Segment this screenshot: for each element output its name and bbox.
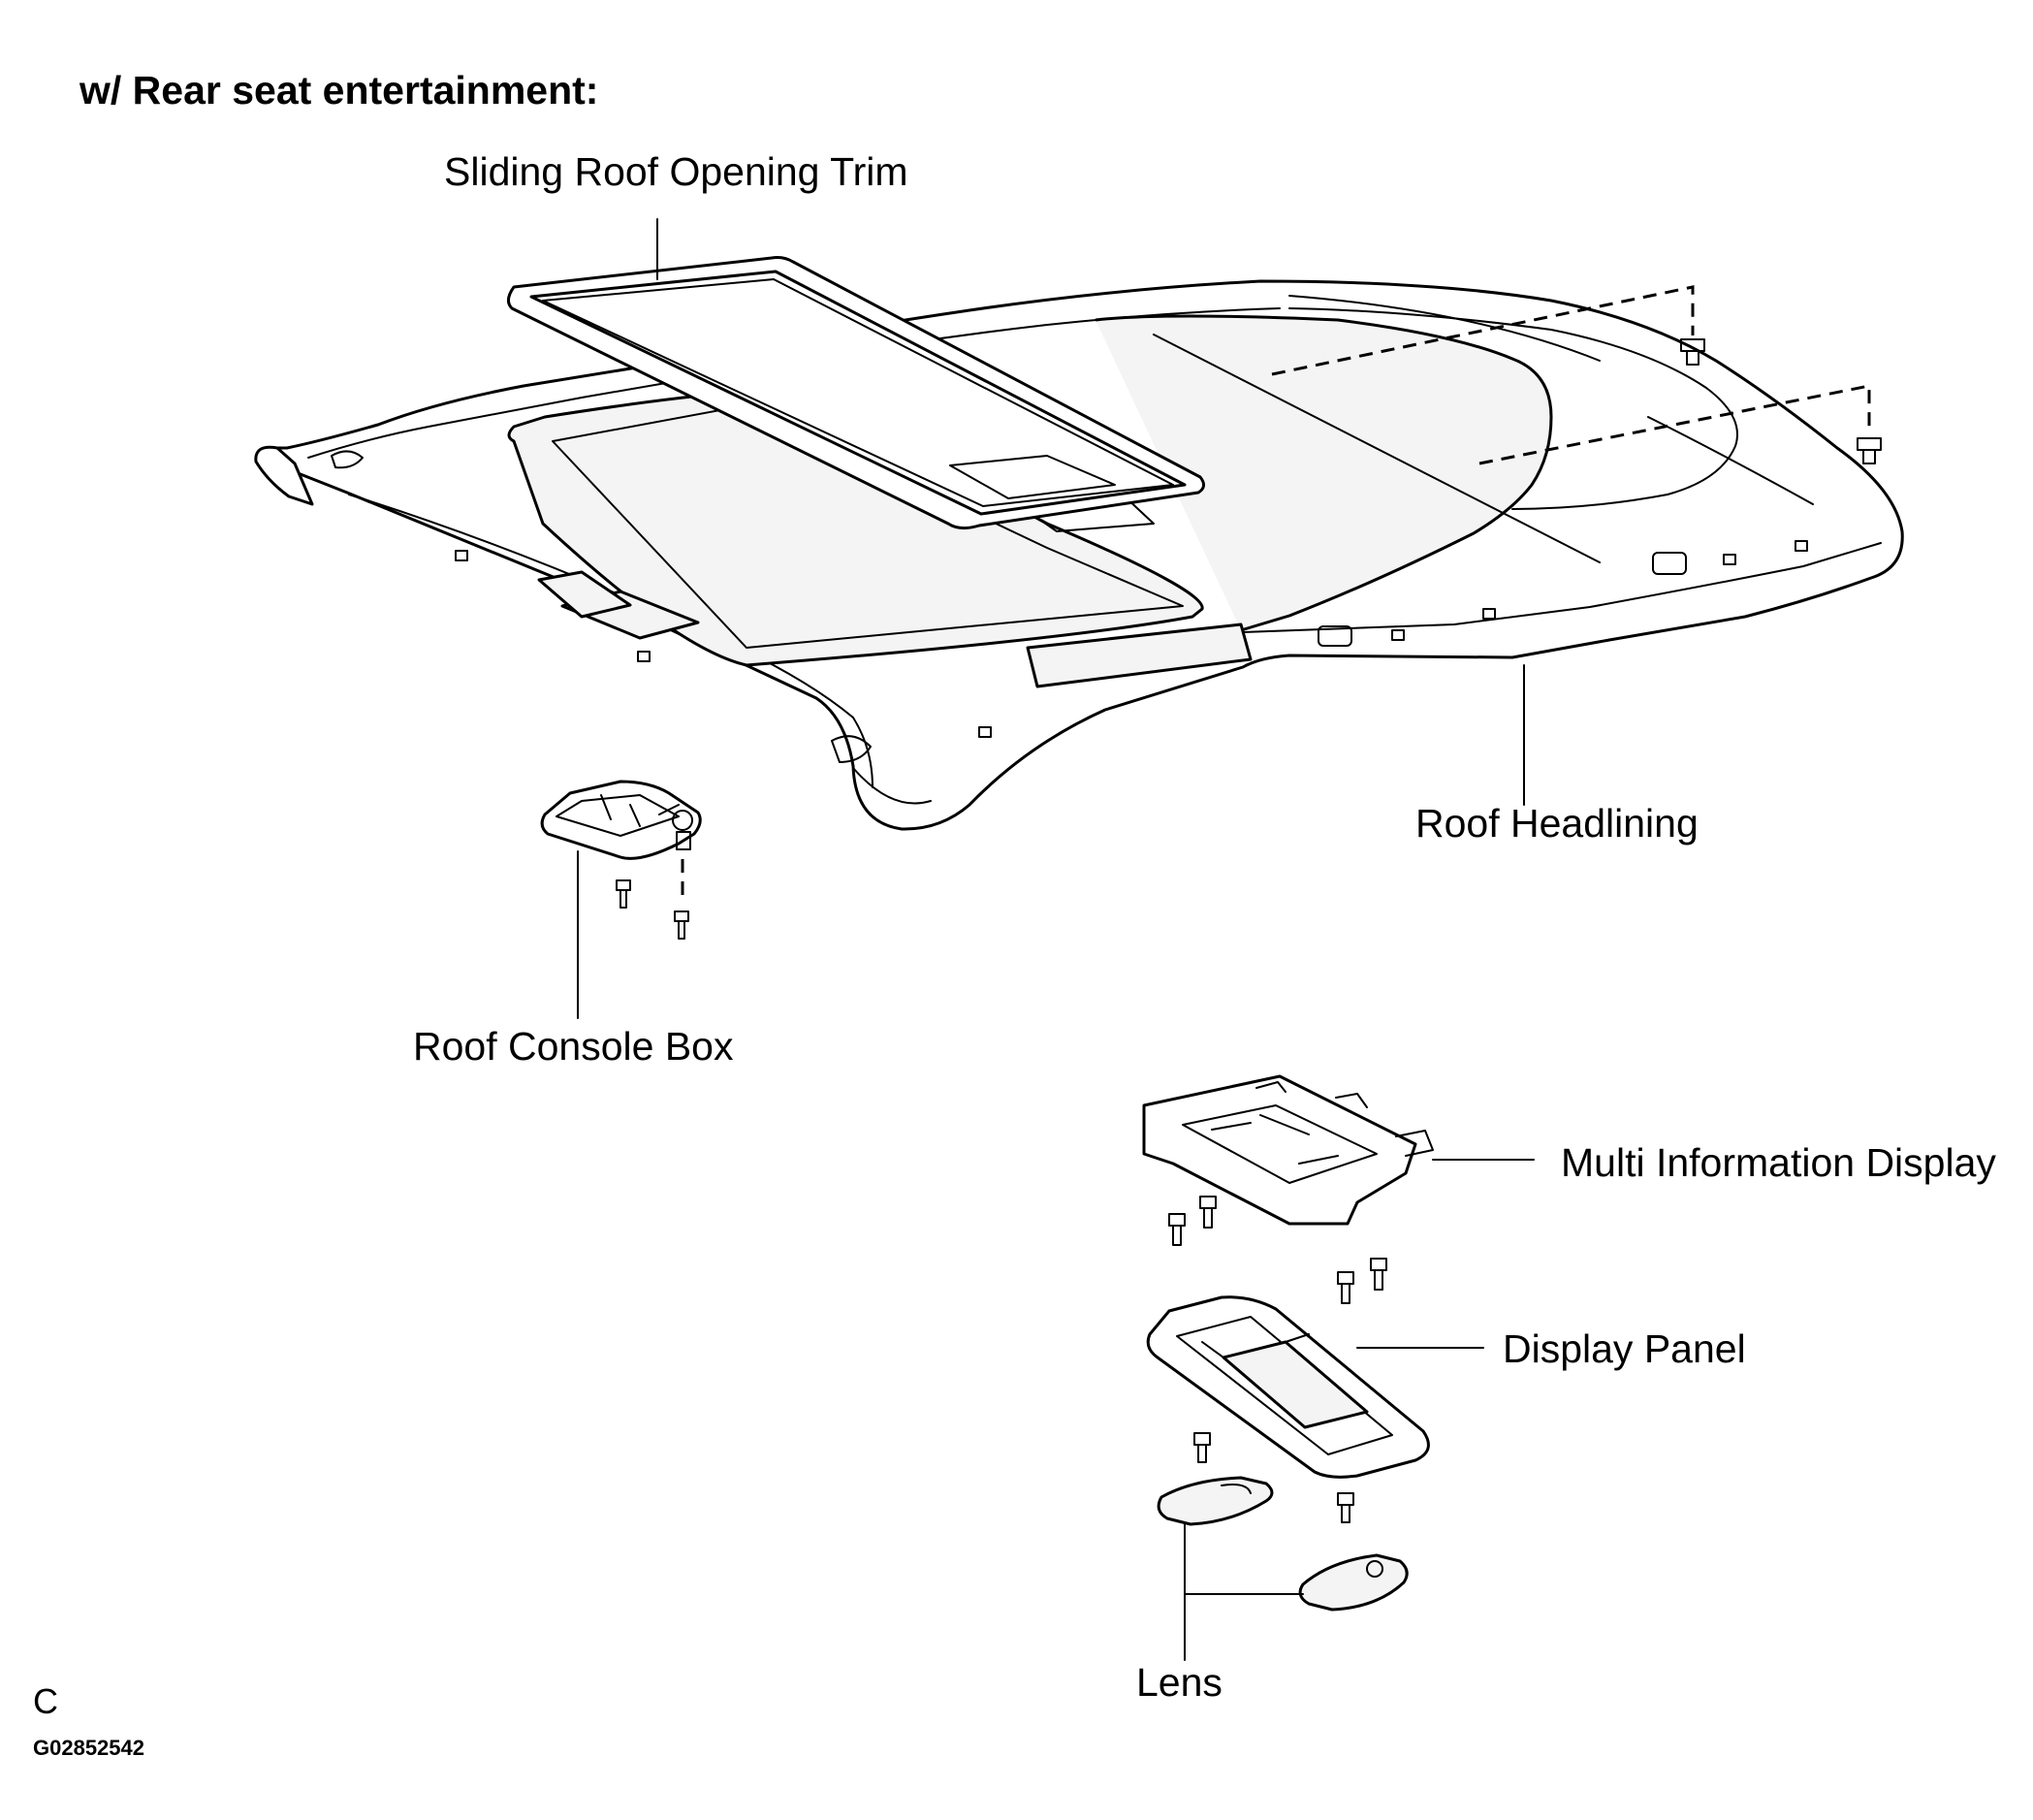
figure-code: G02852542 xyxy=(33,1736,144,1760)
label-roof-headlining: Roof Headlining xyxy=(1415,801,1699,846)
corner-mark: C xyxy=(33,1681,58,1721)
leader-lines xyxy=(577,218,1535,1661)
lens-drawing xyxy=(1157,1476,1409,1612)
label-lens: Lens xyxy=(1136,1660,1223,1705)
label-roof-console-box: Roof Console Box xyxy=(413,1024,734,1069)
label-multi-information-display: Multi Information Display xyxy=(1561,1140,1996,1185)
sliding-roof-opening-trim-drawing xyxy=(507,256,1205,530)
label-display-panel: Display Panel xyxy=(1503,1326,1746,1371)
multi-information-display-drawing xyxy=(1142,1074,1434,1304)
label-sliding-roof-opening-trim: Sliding Roof Opening Trim xyxy=(444,149,908,194)
display-panel-drawing xyxy=(1146,1295,1430,1523)
diagram-heading: w/ Rear seat entertainment: xyxy=(79,68,599,112)
roof-headlining-drawing xyxy=(254,279,1904,831)
roof-console-box-drawing xyxy=(540,780,702,940)
